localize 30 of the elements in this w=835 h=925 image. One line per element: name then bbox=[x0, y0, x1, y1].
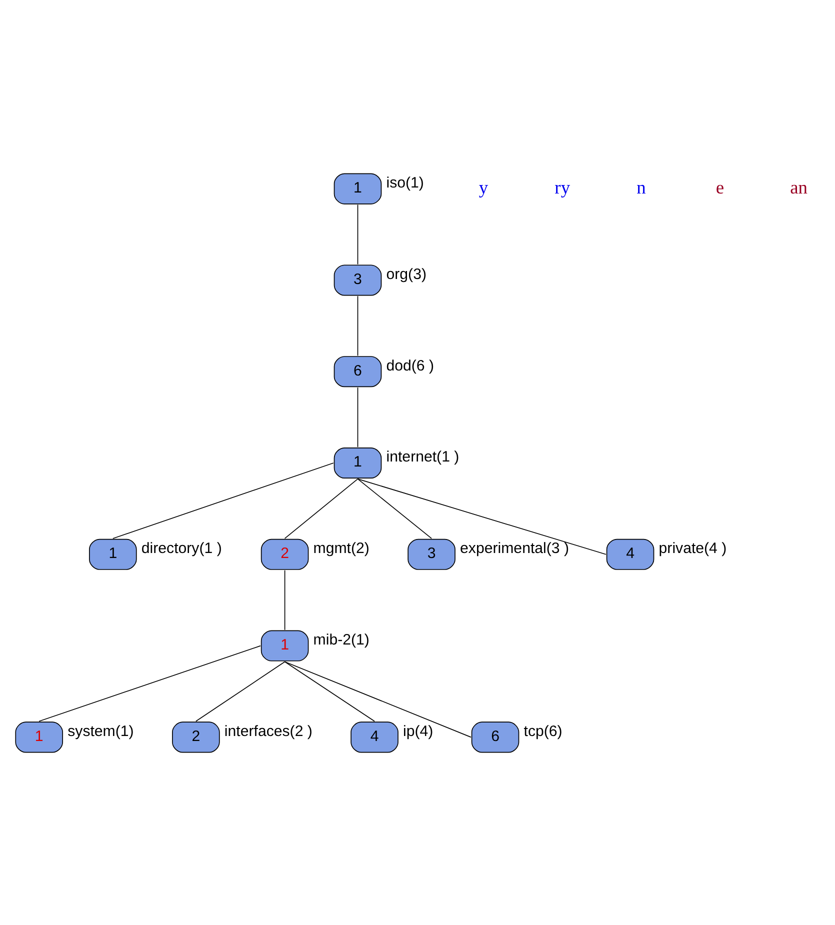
connector bbox=[357, 204, 358, 264]
node-label: org(3) bbox=[386, 265, 426, 282]
connector bbox=[284, 478, 358, 538]
connector bbox=[284, 660, 375, 722]
node-label: internet(1 ) bbox=[386, 448, 460, 466]
connector bbox=[38, 644, 261, 722]
node-label: tcp(6) bbox=[524, 722, 562, 740]
node-label: interfaces(2 ) bbox=[224, 722, 312, 740]
node-label: system(1) bbox=[68, 722, 134, 740]
node-label: ip(4) bbox=[403, 722, 434, 740]
label: an bbox=[790, 176, 808, 197]
node-label: iso(1) bbox=[386, 174, 424, 191]
label: n bbox=[636, 176, 646, 197]
label: e bbox=[716, 176, 724, 197]
label: ry bbox=[554, 176, 570, 197]
connector bbox=[284, 660, 472, 738]
connector bbox=[284, 569, 286, 630]
node-label: experimental(3 ) bbox=[460, 540, 570, 557]
connector bbox=[357, 478, 432, 538]
connector bbox=[357, 295, 358, 356]
connector bbox=[196, 660, 286, 722]
connector bbox=[357, 386, 358, 447]
node-label: dod(6 ) bbox=[386, 356, 434, 374]
connector bbox=[112, 462, 334, 538]
connector bbox=[357, 478, 606, 554]
node-label: private(4 ) bbox=[658, 540, 727, 557]
node-label: mgmt(2) bbox=[313, 540, 370, 557]
node-label: directory(1 ) bbox=[141, 540, 222, 557]
label: y bbox=[478, 176, 488, 197]
node-label: mib-2(1) bbox=[313, 630, 370, 648]
